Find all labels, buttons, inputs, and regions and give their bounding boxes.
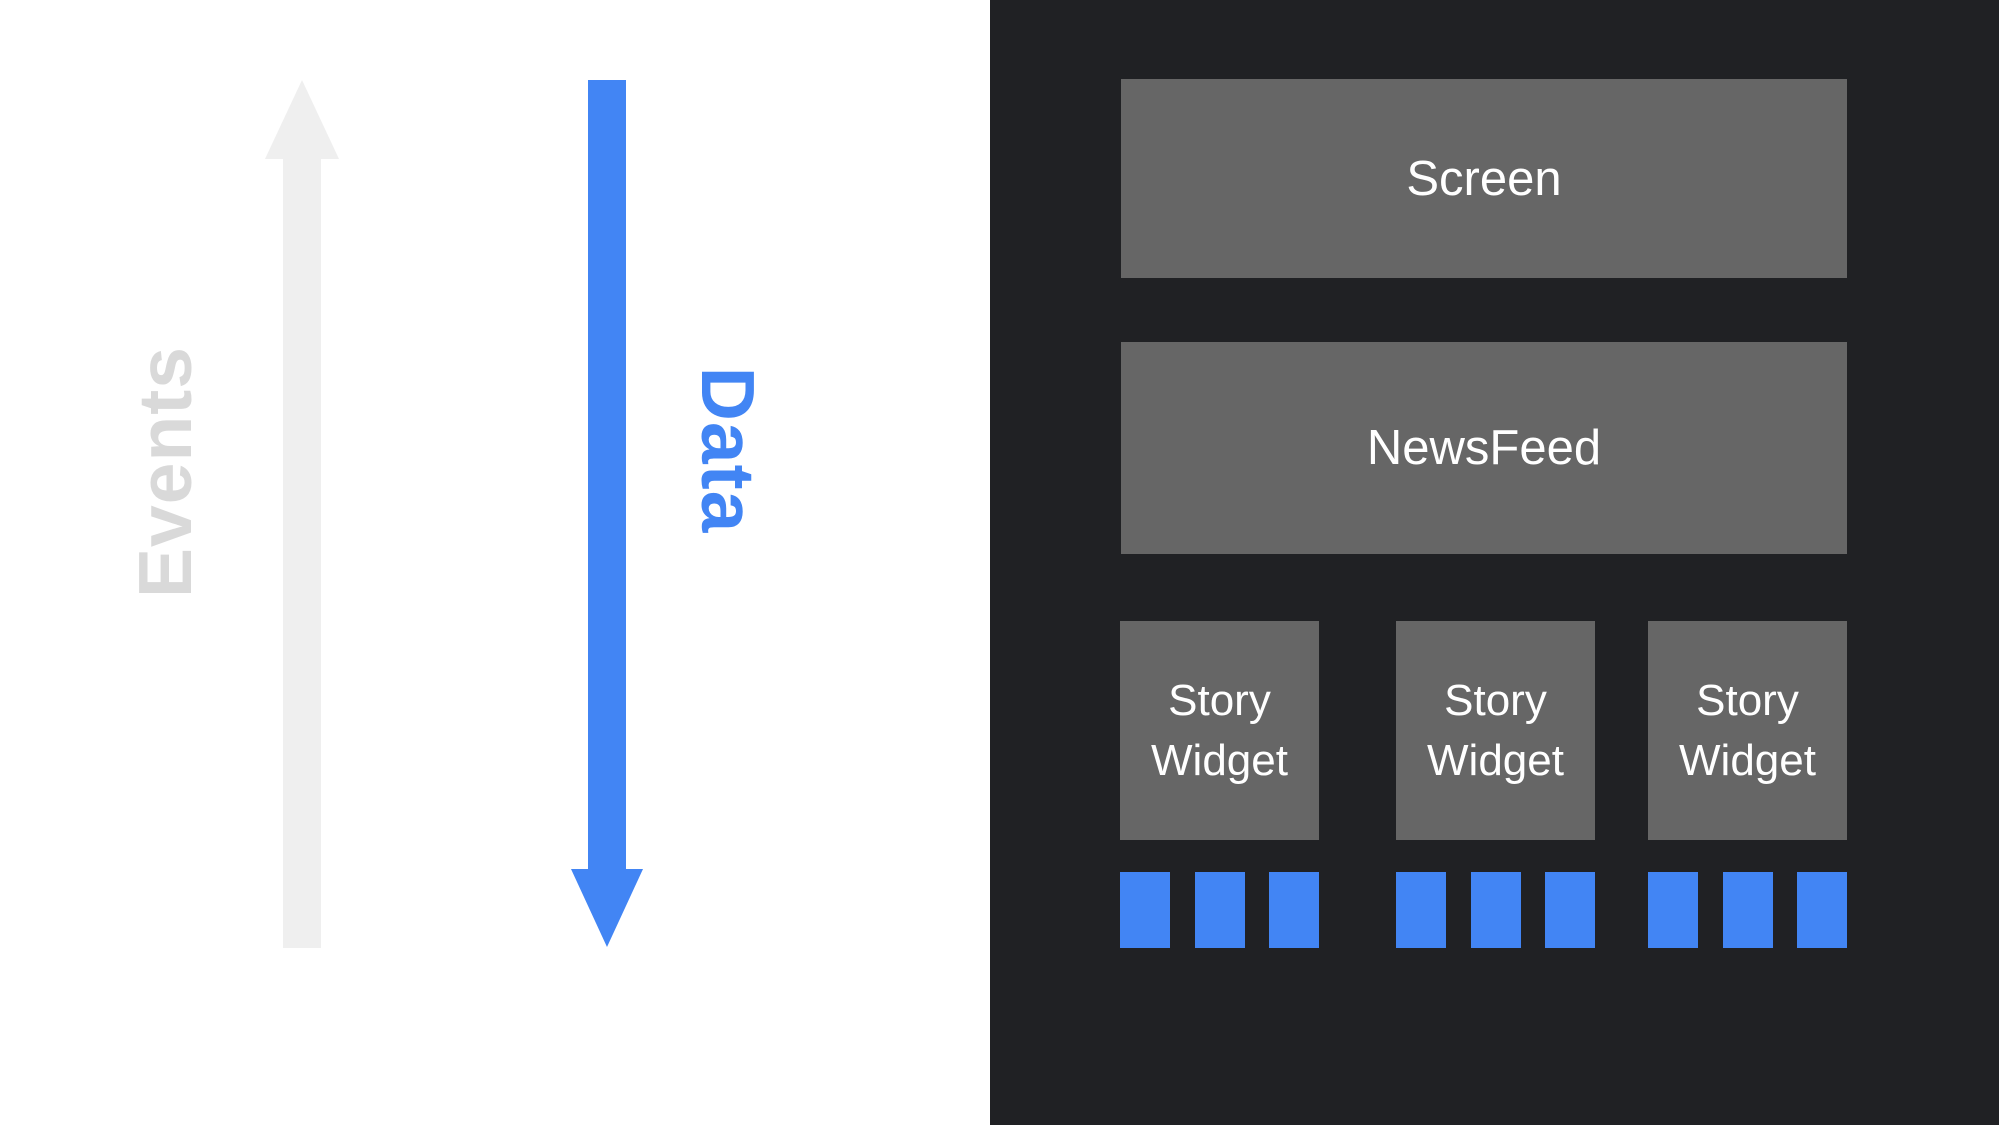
events-axis-label: Events [123,346,207,598]
data-block-row-3 [1648,872,1847,948]
screen-box-label: Screen [1406,151,1562,206]
data-arrow-shaft [588,80,626,870]
data-axis-label: Data [686,366,770,534]
data-arrowhead [571,869,643,947]
story-widget-label: Story Widget [1679,676,1816,785]
newsfeed-box: NewsFeed [1121,342,1847,554]
events-arrowhead [265,80,339,159]
story-widget-label: Story Widget [1151,676,1288,785]
newsfeed-box-label: NewsFeed [1366,421,1602,475]
data-block [1722,872,1773,948]
data-block [1545,872,1595,948]
story-widget-box-3: Story Widget [1648,621,1847,840]
data-block [1120,872,1170,948]
widget-tree-panel: Screen NewsFeed Story Widget Story Widge… [990,0,1999,1125]
events-arrow-shaft [283,157,321,948]
data-block-row-1 [1120,872,1319,948]
data-block [1194,872,1245,948]
data-block [1269,872,1319,948]
story-widget-box-1: Story Widget [1120,621,1319,840]
story-widget-label: Story Widget [1427,676,1564,785]
data-block [1396,872,1446,948]
events-data-flow-panel: Events Data [0,0,990,1125]
data-block [1797,872,1847,948]
data-block [1648,872,1698,948]
data-block [1470,872,1521,948]
story-widget-box-2: Story Widget [1396,621,1595,840]
screen-box: Screen [1121,79,1847,278]
data-block-row-2 [1396,872,1595,948]
